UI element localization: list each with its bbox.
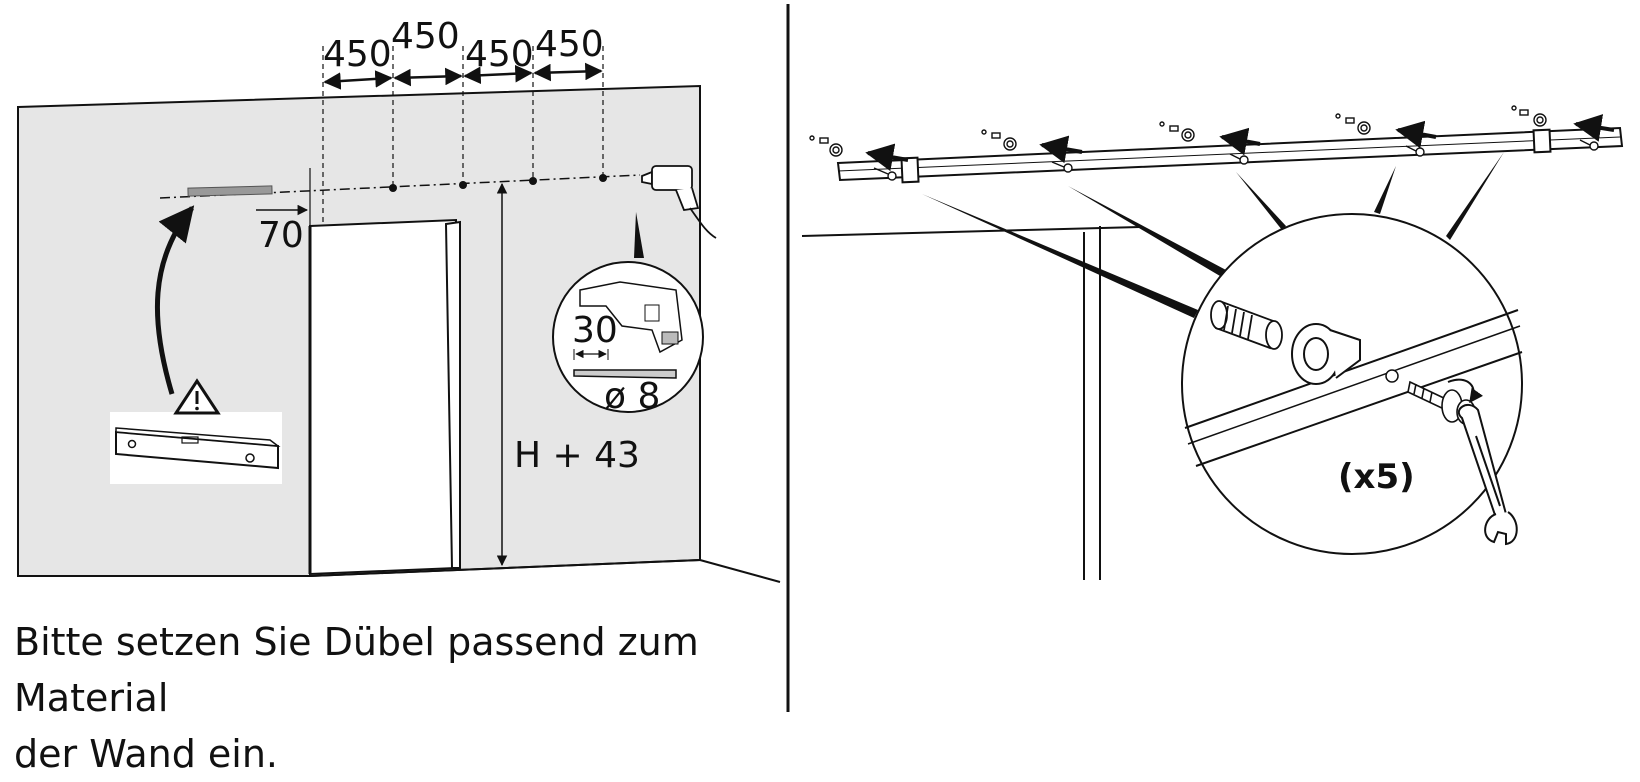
left-panel: 450 450 450 450 70 H + 43	[17, 16, 781, 583]
door-frame	[1083, 226, 1101, 580]
caption-line-1: Bitte setzen Sie Dübel passend zum Mater…	[14, 620, 699, 720]
right-panel: (x5)	[801, 105, 1624, 580]
drill-points	[389, 174, 607, 192]
level-on-wall	[187, 185, 273, 197]
caption: Bitte setzen Sie Dübel passend zum Mater…	[14, 614, 794, 782]
curved-arrow	[154, 205, 195, 395]
spirit-level	[110, 412, 282, 484]
warning-icon	[173, 378, 221, 415]
direction-arrows	[865, 114, 1615, 172]
spacing-label-3: 450	[465, 34, 534, 75]
spacer	[1291, 323, 1361, 385]
rotation-arrow	[1447, 378, 1484, 404]
drill-icon	[641, 165, 717, 239]
detail-pointer	[634, 212, 644, 258]
wrench-icon	[1457, 404, 1518, 546]
detail-pointers	[922, 152, 1504, 318]
drill-diameter-label: ø 8	[604, 376, 660, 417]
caption-line-2: der Wand ein.	[14, 732, 279, 776]
spacing-label-1: 450	[323, 34, 392, 75]
drill-depth-label: 30	[572, 310, 618, 351]
dowel	[1210, 300, 1283, 350]
spacing-label-4: 450	[535, 24, 604, 65]
fastener-detail-circle: (x5)	[1181, 213, 1523, 555]
door-opening	[308, 218, 461, 576]
edge-offset-label: 70	[258, 215, 304, 256]
drill-detail-circle: 30 ø 8	[552, 261, 704, 417]
height-label: H + 43	[514, 435, 640, 476]
spacing-arrows	[323, 62, 603, 90]
installation-diagram: 450 450 450 450 70 H + 43	[17, 4, 1624, 712]
count-label: (x5)	[1338, 457, 1415, 497]
rail	[836, 126, 1624, 184]
spacing-label-2: 450	[391, 16, 460, 57]
guide-lines	[322, 46, 604, 225]
